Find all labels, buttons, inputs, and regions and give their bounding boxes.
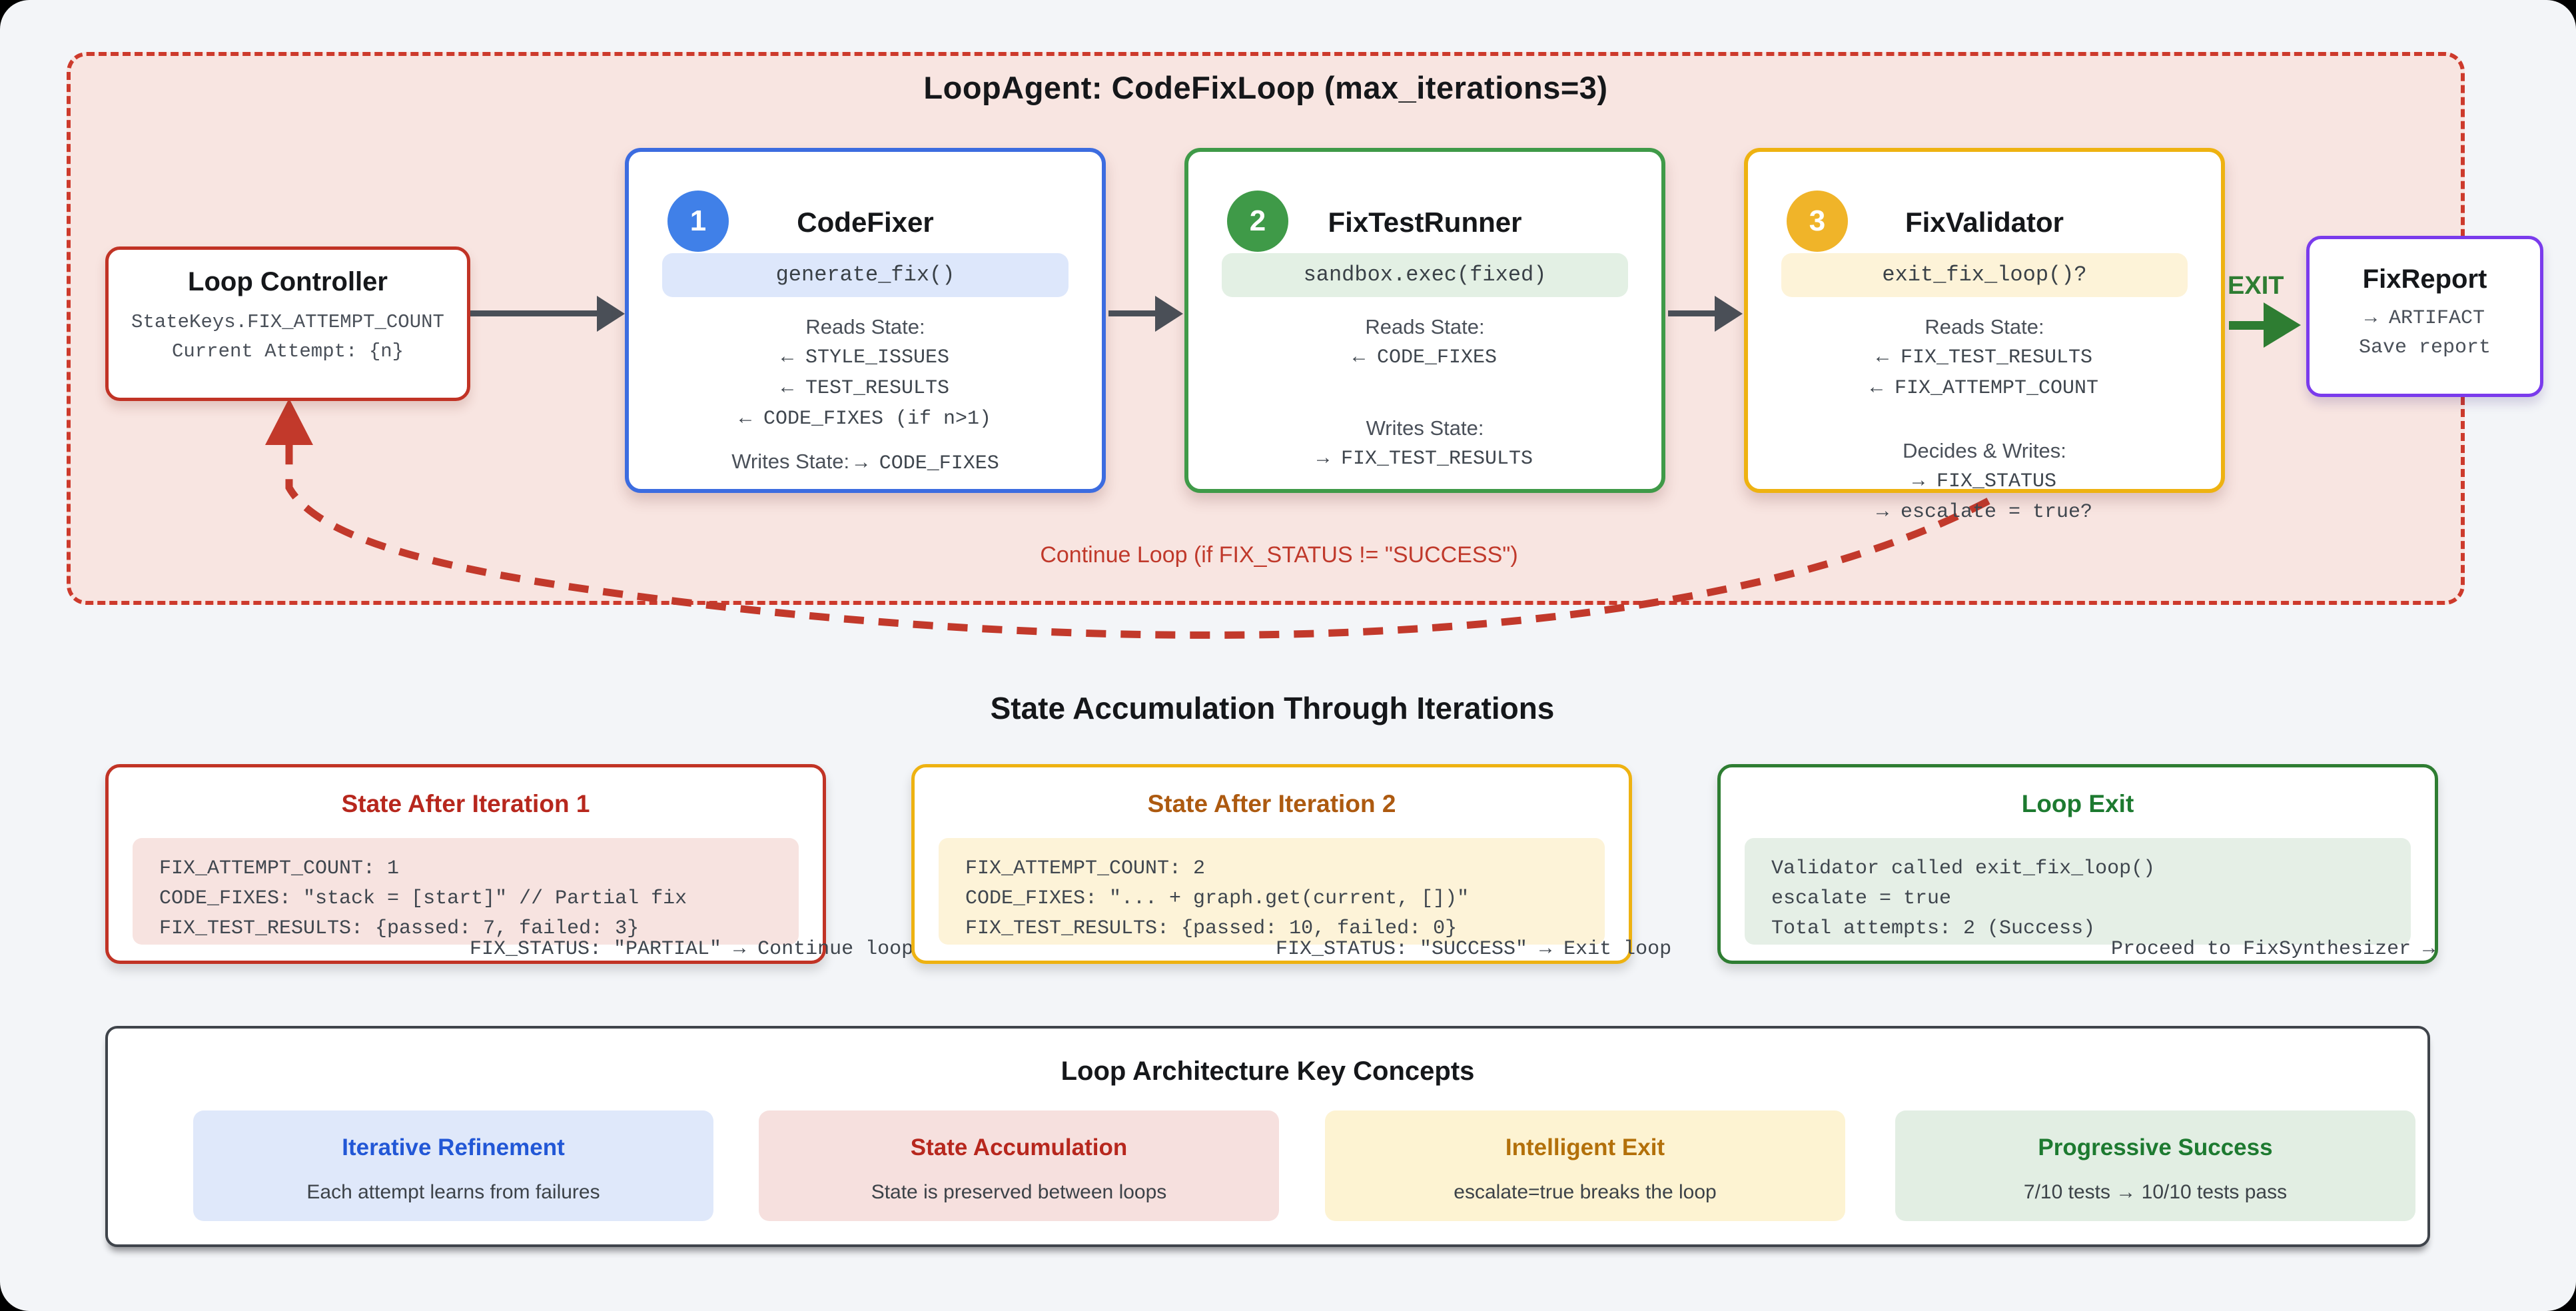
reads-item: ← TEST_RESULTS — [781, 377, 950, 400]
step-3-badge: 3 — [1787, 191, 1848, 252]
fixreport-title: FixReport — [2362, 264, 2487, 294]
codefixer-title: CodeFixer — [797, 207, 934, 238]
continue-loop-label: Continue Loop (if FIX_STATUS != "SUCCESS… — [1040, 542, 1518, 568]
fixreport-save-line: Save report — [2358, 336, 2491, 359]
arrow-line — [2229, 321, 2266, 330]
fixtestrunner-title: FixTestRunner — [1328, 207, 1522, 238]
fixreport-box: FixReport → ARTIFACT Save report — [2306, 236, 2543, 397]
code-line: FIX_TEST_RESULTS: {passed: 7, failed: 3} — [159, 917, 640, 940]
state-overflow-line: FIX_STATUS: "SUCCESS" → Exit loop — [1276, 938, 1672, 961]
state-card-iteration-2: State After Iteration 2 FIX_ATTEMPT_COUN… — [911, 764, 1671, 964]
escalate-overflow-line: → escalate = true? — [1876, 501, 2093, 524]
arrow-line — [1108, 310, 1158, 316]
concept-body: State is preserved between loops — [871, 1181, 1167, 1203]
controller-current-attempt: Current Attempt: {n} — [171, 340, 404, 362]
code-line: FIX_ATTEMPT_COUNT: 2 — [965, 857, 1206, 880]
controller-state-key: StateKeys.FIX_ATTEMPT_COUNT — [131, 311, 444, 333]
fixreport-artifact-line: → ARTIFACT — [2364, 307, 2485, 330]
state-card-title: Loop Exit — [2021, 790, 2134, 817]
concept-card-state-accumulation: State Accumulation State is preserved be… — [759, 1110, 1279, 1221]
concept-title: Iterative Refinement — [342, 1134, 565, 1160]
codefixer-code-pill: generate_fix() — [662, 253, 1069, 297]
writes-state-label: Writes State: — [1366, 416, 1484, 440]
exit-label: EXIT — [2228, 272, 2284, 300]
state-card-loop-exit: Loop Exit Validator called exit_fix_loop… — [1717, 764, 2438, 964]
reads-item: ← STYLE_ISSUES — [781, 346, 950, 369]
state-overflow-line: FIX_STATUS: "PARTIAL" → Continue loop — [470, 938, 914, 961]
fixvalidator-title: FixValidator — [1905, 207, 2064, 238]
fixvalidator-content: Reads State: ← FIX_TEST_RESULTS ← FIX_AT… — [1748, 312, 2221, 528]
concept-body: escalate=true breaks the loop — [1454, 1181, 1717, 1203]
reads-item: ← CODE_FIXES (if n>1) — [739, 408, 992, 430]
concept-body: Each attempt learns from failures — [306, 1181, 600, 1203]
loop-controller-title: Loop Controller — [188, 267, 388, 296]
key-concepts-panel: Loop Architecture Key Concepts Iterative… — [105, 1026, 2430, 1247]
writes-state-line: Writes State: → CODE_FIXES — [629, 446, 1102, 479]
codefixer-content: Reads State: ← STYLE_ISSUES ← TEST_RESUL… — [629, 312, 1102, 479]
fixvalidator-box: 3 FixValidator exit_fix_loop()? Reads St… — [1744, 148, 2225, 524]
step-2-badge: 2 — [1227, 191, 1288, 252]
writes-item: → FIX_TEST_RESULTS — [1316, 448, 1533, 470]
code-line: escalate = true — [1771, 887, 1952, 910]
concept-title: State Accumulation — [910, 1134, 1128, 1160]
reads-item: ← FIX_ATTEMPT_COUNT — [1870, 377, 2099, 400]
key-concepts-title: Loop Architecture Key Concepts — [1061, 1057, 1475, 1086]
decides-writes-label: Decides & Writes: — [1903, 439, 2066, 462]
step-1-badge: 1 — [667, 191, 729, 252]
arrow-line — [1668, 310, 1717, 316]
state-card-title: State After Iteration 1 — [341, 790, 590, 817]
arrow-head-icon — [1155, 296, 1183, 332]
writes-item: → FIX_STATUS — [1912, 470, 2057, 493]
concept-body: 7/10 tests → 10/10 tests pass — [2023, 1181, 2288, 1203]
reads-state-label: Reads State: — [1365, 315, 1485, 338]
fixtestrunner-box: 2 FixTestRunner sandbox.exec(fixed) Read… — [1184, 148, 1665, 493]
code-line: Validator called exit_fix_loop() — [1771, 857, 2156, 880]
code-line: CODE_FIXES: "stack = [start]" // Partial… — [159, 887, 687, 910]
arrow-head-icon — [2264, 302, 2301, 348]
state-code-block: Validator called exit_fix_loop() escalat… — [1745, 838, 2411, 945]
writes-item: → CODE_FIXES — [855, 452, 999, 475]
arrow-head-icon — [597, 296, 625, 332]
state-card-title: State After Iteration 2 — [1147, 790, 1396, 817]
reads-item: ← FIX_TEST_RESULTS — [1876, 346, 2093, 369]
loop-agent-title: LoopAgent: CodeFixLoop (max_iterations=3… — [923, 70, 1608, 105]
fixtestrunner-content: Reads State: ← CODE_FIXES Writes State: … — [1188, 312, 1661, 474]
arrow-head-icon — [1715, 296, 1743, 332]
concept-title: Progressive Success — [2038, 1134, 2273, 1160]
state-code-block: FIX_ATTEMPT_COUNT: 1 CODE_FIXES: "stack … — [133, 838, 799, 945]
writes-state-label: Writes State: — [731, 450, 850, 473]
state-section-heading: State Accumulation Through Iterations — [990, 691, 1555, 725]
code-line: FIX_TEST_RESULTS: {passed: 10, failed: 0… — [965, 917, 1458, 940]
reads-state-label: Reads State: — [1925, 315, 2044, 338]
code-line: Total attempts: 2 (Success) — [1771, 917, 2096, 940]
code-line: CODE_FIXES: "... + graph.get(current, []… — [965, 887, 1470, 910]
reads-item: ← CODE_FIXES — [1352, 346, 1498, 369]
state-code-block: FIX_ATTEMPT_COUNT: 2 CODE_FIXES: "... + … — [939, 838, 1605, 945]
fixtestrunner-code-pill: sandbox.exec(fixed) — [1222, 253, 1628, 297]
state-card-iteration-1: State After Iteration 1 FIX_ATTEMPT_COUN… — [105, 764, 913, 964]
concept-title: Intelligent Exit — [1505, 1134, 1665, 1160]
loop-controller-box: Loop Controller StateKeys.FIX_ATTEMPT_CO… — [105, 246, 470, 401]
concept-card-iterative-refinement: Iterative Refinement Each attempt learns… — [193, 1110, 713, 1221]
arrow-line — [470, 310, 598, 316]
reads-state-label: Reads State: — [805, 315, 925, 338]
code-line: FIX_ATTEMPT_COUNT: 1 — [159, 857, 400, 880]
concept-card-progressive-success: Progressive Success 7/10 tests → 10/10 t… — [1895, 1110, 2415, 1221]
state-overflow-line: Proceed to FixSynthesizer → — [2111, 938, 2435, 961]
concept-card-intelligent-exit: Intelligent Exit escalate=true breaks th… — [1325, 1110, 1845, 1221]
codefixer-box: 1 CodeFixer generate_fix() Reads State: … — [625, 148, 1106, 493]
fixvalidator-code-pill: exit_fix_loop()? — [1781, 253, 2188, 297]
